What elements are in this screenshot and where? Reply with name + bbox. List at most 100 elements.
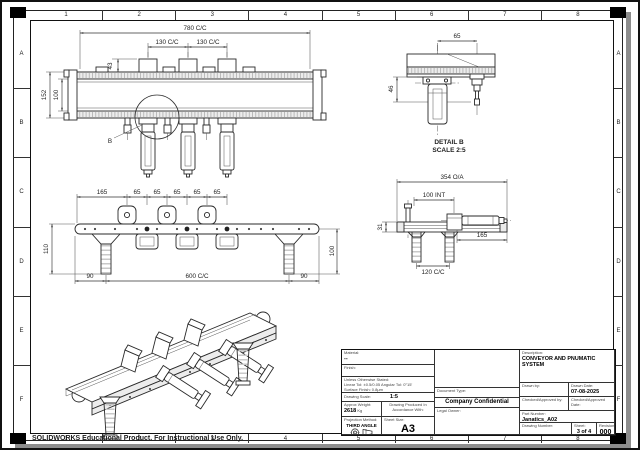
solidworks-watermark: SOLIDWORKS Educational Product. For Inst… [32, 435, 244, 442]
dimension-label: 165 [97, 189, 108, 196]
detail-view-title: DETAIL B [434, 139, 464, 146]
trim-mark-top-right [610, 7, 626, 18]
projection-label: Projection Method: [344, 417, 378, 422]
dimension-label: 90 [86, 273, 94, 280]
zone-column-label: 5 [323, 10, 396, 20]
isometric-view-drawing [64, 311, 278, 440]
stopper-plate [404, 203, 412, 223]
dimension-label: 110 [43, 243, 50, 254]
dimension-label: 65 [153, 189, 161, 196]
dimension-label: 65 [213, 189, 221, 196]
document-type-label: Document Type: [437, 388, 467, 393]
description-cell: Description: CONVEYOR AND PNUMATIC SYSTE… [520, 350, 615, 383]
part-number-cell: Part Number: Janatics_A02 [520, 411, 615, 423]
drawn-by-cell: Drawn by: [520, 383, 569, 397]
rail [74, 223, 320, 235]
rail-section [406, 53, 496, 78]
pneumatic-cylinders [123, 117, 237, 178]
sheet-size-label: Sheet Size: [384, 417, 405, 422]
revision-value: 000 [599, 428, 612, 435]
dimension-label: 65 [173, 189, 181, 196]
dimension-label: 46 [388, 85, 395, 93]
dimension-label: 152 [41, 89, 48, 100]
zone-row-label: C [13, 158, 30, 228]
drawing-frame [30, 20, 614, 434]
legs-isometric [99, 342, 254, 440]
material-label: Material: [344, 350, 360, 355]
checked-date-cell: Checked/Approved Date: [569, 397, 615, 411]
sheet-size-cell: Sheet Size: A3 [382, 417, 435, 435]
drawing-scale-label: Drawing Scale: [344, 394, 371, 399]
zone-column-label: 4 [249, 434, 323, 443]
zone-column-label: 5 [323, 434, 396, 443]
zone-column-label: 3 [176, 434, 250, 443]
approx-weight-value: 2618 [344, 407, 357, 414]
revision-label: Revision: [599, 423, 615, 428]
zone-row-label: E [614, 297, 623, 366]
accordance-label: Drawing Produced In [389, 402, 427, 407]
zone-column-label: 3 [176, 10, 250, 20]
detail-callout-label: B [108, 138, 112, 145]
zone-row-label: F [19, 396, 24, 403]
legal-owner-cell: Legal Owner: [435, 408, 520, 435]
zone-column-label: 7 [469, 10, 542, 20]
zone-column-label: 8 [576, 12, 580, 18]
sheet-outer-border [13, 10, 623, 441]
material-cell: Material: -- [342, 350, 435, 365]
zone-row-label: A [13, 20, 30, 90]
drawn-by-label: Drawn by: [522, 383, 541, 388]
dimension-label: 65 [453, 33, 461, 40]
detail-view-scale: SCALE 2:5 [432, 147, 466, 154]
lower-clamps [135, 226, 239, 250]
legs [406, 231, 459, 263]
dimension-label: 65 [193, 189, 201, 196]
dimension-label: 130 C/C [196, 39, 220, 46]
zone-row-label: D [13, 228, 30, 297]
zone-band-right: A B C D E F [614, 20, 623, 434]
checked-by-cell: Checked/Approved by: [520, 397, 569, 411]
description-value: CONVEYOR AND PNUMATIC SYSTEM [522, 355, 596, 368]
dimension-label: 600 C/C [185, 273, 209, 280]
trim-mark-bottom-left [10, 433, 26, 444]
dimension-label: 165 [477, 232, 488, 239]
trim-mark-top-left [10, 7, 26, 18]
tolerance-line: Surface Finish: 0.8μm [344, 386, 383, 392]
third-angle-projection-icon [349, 428, 372, 434]
drawn-date-cell: Drawn Date: 07-08-2025 [569, 383, 615, 397]
zone-column-label: 2 [103, 434, 177, 443]
sensor-brackets-isometric [120, 318, 206, 373]
zone-band-top: 1 2 3 4 5 6 7 8 [30, 10, 614, 20]
sheet-cell: Sheet: 3 of 4 [572, 423, 597, 435]
dimension-label: 43 [107, 62, 114, 70]
drawn-date-value: 07-08-2025 [571, 388, 600, 395]
trim-mark-bottom-right [610, 433, 626, 444]
zone-row-label: B [614, 89, 623, 159]
dimension-label: 130 C/C [155, 39, 179, 46]
zone-row-label: A [614, 20, 623, 90]
legal-owner-label: Legal Owner: [437, 408, 461, 413]
drawing-scale-cell: Drawing Scale: 1:5 [342, 393, 435, 402]
finish-cell: Finish: [342, 365, 435, 377]
legs [90, 233, 305, 275]
sensor-boxes [95, 58, 256, 73]
zone-row-label: E [13, 297, 30, 366]
dimension-label: 31 [377, 223, 384, 231]
horizontal-cylinder [446, 213, 508, 231]
zone-column-label: 6 [396, 434, 469, 443]
zone-column-label: 1 [30, 10, 104, 20]
projection-value: THIRD ANGLE [346, 422, 377, 428]
drawing-number-cell: Drawing Number: [520, 423, 572, 435]
title-block: Material: -- Finish: Unless Otherwise St… [341, 349, 616, 436]
dimension-label: 100 [53, 89, 60, 100]
front-view-drawing: 780 C/C 130 C/C 130 C/C 43 152 100 [41, 25, 327, 178]
confidential-value: Company Confidential [445, 399, 509, 405]
approx-weight-unit: Kg [357, 407, 363, 413]
accordance-label: Accordance With: [392, 406, 424, 412]
zone-column-label: 6 [396, 10, 469, 20]
sheet-label: Sheet: [574, 423, 586, 428]
approx-weight-label: Approx Weight: [344, 402, 372, 407]
zone-row-label: D [614, 228, 623, 297]
tolerance-line: Linear Tol: ±0.5/0.05 Angular Tol: 0°15' [344, 381, 413, 387]
zone-row-label: C [614, 158, 623, 228]
